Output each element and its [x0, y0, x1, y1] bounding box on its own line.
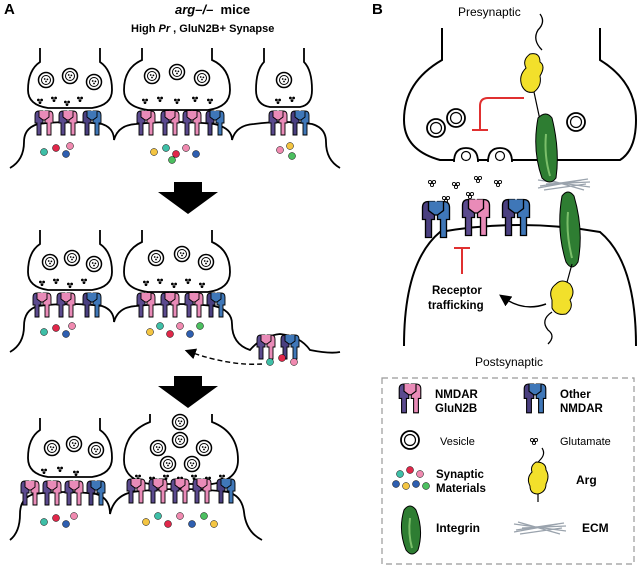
row3-receptors	[20, 478, 236, 506]
legend-synaptic-materials-line2: Materials	[436, 483, 486, 495]
panel-b-vesicles	[426, 108, 586, 163]
panel-a-subtitle: High Pr , GluN2B+ Synapse	[131, 23, 274, 35]
legend-synaptic-materials-line1: Synaptic	[436, 469, 485, 481]
postsynaptic-integrin-arg	[544, 191, 581, 345]
legend-ecm-icon	[513, 521, 567, 535]
legend-integrin: Integrin	[436, 521, 480, 535]
legend-ecm: ECM	[582, 521, 609, 535]
row2-synapses	[9, 230, 341, 354]
row3-vesicles	[41, 413, 225, 482]
receptor-trafficking-line2: trafficking	[428, 300, 484, 312]
row2-synaptic-materials	[40, 322, 298, 366]
legend-vesicle: Vesicle	[440, 436, 475, 448]
panel-b-receptors	[421, 200, 451, 239]
receptor-trafficking-line1: Receptor	[432, 285, 482, 297]
legend-integrin-icon	[400, 505, 422, 555]
panel-b-letter: B	[372, 1, 383, 18]
legend-other-nmdar-line2: NMDAR	[560, 403, 603, 415]
legend-nmdar-glun2b-line2: GluN2B	[435, 403, 477, 415]
legend-arg: Arg	[576, 473, 597, 487]
legend-other-nmdar-icon	[523, 383, 547, 414]
legend-nmdar-glun2b-icon	[398, 383, 422, 414]
postsynaptic-inhibition-mark	[454, 247, 470, 274]
panel-a-letter: A	[4, 1, 15, 18]
panel-b-presynaptic-terminal	[402, 28, 638, 161]
row3-synaptic-materials	[40, 512, 218, 528]
legend-box	[381, 377, 635, 565]
legend-other-nmdar-line1: Other	[560, 389, 591, 401]
legend-arg-icon	[527, 447, 549, 502]
row1-synaptic-materials	[40, 142, 296, 164]
down-arrow-2	[158, 376, 218, 408]
legend-glutamate: Glutamate	[560, 436, 611, 448]
down-arrow-1	[158, 182, 218, 214]
presynaptic-arg-integrin	[520, 13, 558, 183]
legend-glutamate-icon	[529, 437, 539, 446]
legend-synaptic-materials-icon	[392, 466, 430, 490]
postsynaptic-label: Postsynaptic	[475, 355, 543, 369]
trafficking-dashed-arrow	[184, 348, 263, 365]
presynaptic-label: Presynaptic	[458, 5, 521, 19]
receptor-trafficking-arrow	[499, 294, 547, 308]
legend-nmdar-glun2b-line1: NMDAR	[435, 389, 478, 401]
panel-a-title: arg–/– mice	[175, 2, 250, 17]
legend-vesicle-icon	[400, 430, 420, 450]
panel-b-glutamate	[427, 175, 503, 204]
presynaptic-inhibition-mark	[472, 97, 524, 131]
